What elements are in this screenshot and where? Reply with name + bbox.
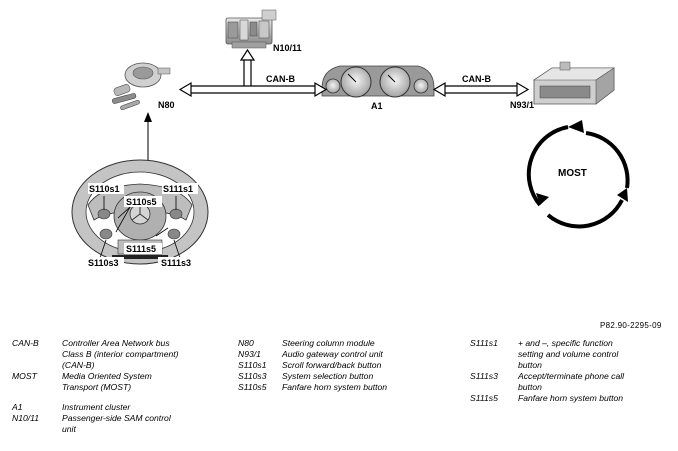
legend-desc-line: (CAN-B) — [62, 360, 95, 370]
legend-code: A1 — [12, 402, 23, 412]
can-b-connector-left — [178, 48, 328, 98]
legend-desc-line: Instrument cluster — [62, 402, 131, 412]
legend-desc-line: + and –, specific function — [518, 338, 613, 348]
legend-row: S111s1 + and –, specific function settin… — [470, 338, 675, 371]
legend-desc: Accept/terminate phone call button — [518, 371, 646, 393]
legend-row: MOST Media Oriented System Transport (MO… — [12, 371, 237, 393]
legend-row: S111s3 Accept/terminate phone call butto… — [470, 371, 675, 393]
legend-code: CAN-B — [12, 338, 39, 348]
legend-desc-line: button — [518, 382, 542, 392]
legend-desc: + and –, specific function setting and v… — [518, 338, 646, 371]
steering-column-module — [112, 62, 171, 111]
legend-desc-line: Accept/terminate phone call — [518, 371, 625, 381]
can-b-connector-right — [432, 81, 530, 98]
legend-column-2: N80 Steering column module N93/1 Audio g… — [238, 338, 463, 393]
legend-row: A1 Instrument cluster — [12, 402, 237, 413]
label-n93-1: N93/1 — [510, 100, 534, 110]
wheel-labels: S110s1 S111s1 S110s5 S111s5 S110s3 S111s… — [86, 183, 198, 268]
label-most: MOST — [558, 168, 587, 179]
legend-desc: Media Oriented System Transport (MOST) — [62, 371, 222, 393]
legend-row: N93/1 Audio gateway control unit — [238, 349, 463, 360]
legend-desc-line: button — [518, 360, 542, 370]
legend-code: S111s1 — [470, 338, 498, 348]
legend-desc: Scroll forward/back button — [282, 360, 382, 370]
most-ring-arrowheads — [536, 120, 628, 205]
legend-desc: Instrument cluster — [62, 402, 222, 413]
legend-desc: Fanfare horn system button — [282, 382, 388, 392]
label-s111s5: S111s5 — [126, 244, 156, 254]
legend-row: S110s1 Scroll forward/back button — [238, 360, 463, 371]
legend-desc: Fanfare horn system button — [518, 393, 624, 403]
legend-desc-line: setting and volume control — [518, 349, 619, 359]
legend-code: N93/1 — [238, 349, 261, 359]
label-s110s5: S110s5 — [126, 197, 157, 207]
label-s110s3: S110s3 — [88, 258, 119, 268]
legend-desc: Audio gateway control unit — [282, 349, 383, 359]
legend-code: S110s1 — [238, 360, 267, 370]
legend-code: N80 — [238, 338, 254, 348]
audio-gateway-unit — [533, 61, 615, 105]
most-ring — [526, 125, 630, 229]
legend-desc: System selection button — [282, 371, 374, 381]
legend-column-1: CAN-B Controller Area Network bus Class … — [12, 338, 237, 435]
legend-row: S111s5 Fanfare horn system button — [470, 393, 675, 404]
legend-code: S111s3 — [470, 371, 498, 381]
legend-desc-line: Transport (MOST) — [62, 382, 132, 392]
figure-reference: P82.90-2295-09 — [600, 321, 662, 330]
legend-code: S111s5 — [470, 393, 498, 403]
label-a1: A1 — [371, 101, 383, 111]
legend-desc: Steering column module — [282, 338, 375, 348]
legend-row: S110s3 System selection button — [238, 371, 463, 382]
legend-row: S110s5 Fanfare horn system button — [238, 382, 463, 393]
label-can-b-left: CAN-B — [266, 74, 295, 84]
sam-control-unit — [225, 9, 277, 49]
legend-desc-line: Class B (interior compartment) — [62, 349, 179, 359]
legend-desc-line: unit — [62, 424, 76, 434]
legend-code: MOST — [12, 371, 37, 381]
instrument-cluster — [321, 65, 435, 98]
legend-desc-line: Controller Area Network bus — [62, 338, 170, 348]
label-s111s3: S111s3 — [161, 258, 191, 268]
wheel-to-n80-arrow — [144, 112, 152, 160]
label-s110s1: S110s1 — [89, 184, 120, 194]
legend-column-3: S111s1 + and –, specific function settin… — [470, 338, 675, 404]
legend-code: N10/11 — [12, 413, 40, 423]
legend-desc-line: Passenger-side SAM control — [62, 413, 171, 423]
legend-desc: Passenger-side SAM control unit — [62, 413, 222, 435]
legend-row: N80 Steering column module — [238, 338, 463, 349]
junction-gap — [245, 87, 250, 92]
label-s111s1: S111s1 — [163, 184, 193, 194]
legend-row: N10/11 Passenger-side SAM control unit — [12, 413, 237, 435]
legend-row: CAN-B Controller Area Network bus Class … — [12, 338, 237, 371]
legend-code: S110s5 — [238, 382, 267, 392]
label-n80: N80 — [158, 100, 175, 110]
label-can-b-right: CAN-B — [462, 74, 491, 84]
legend-code: S110s3 — [238, 371, 267, 381]
system-diagram: N10/11 N80 A1 N93/1 CAN- — [71, 9, 630, 268]
legend-desc: Controller Area Network bus Class B (int… — [62, 338, 222, 371]
label-n10-11: N10/11 — [273, 43, 302, 53]
legend-desc-line: Media Oriented System — [62, 371, 152, 381]
